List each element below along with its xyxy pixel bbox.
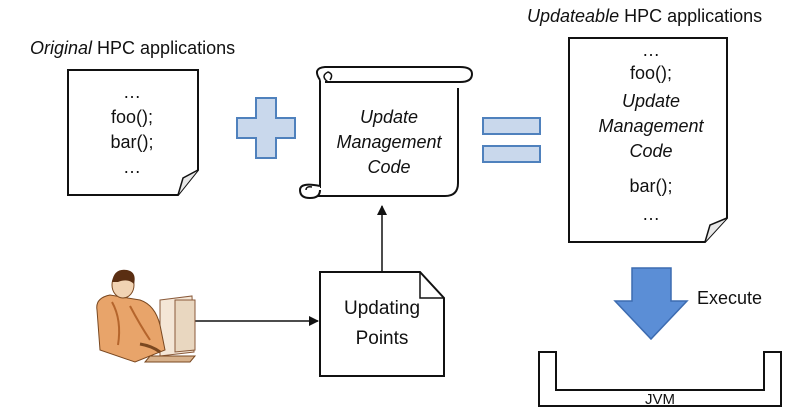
updateable-code-line: … [642, 204, 660, 224]
updateable-inserted-line: Management [598, 116, 704, 136]
update-code-line: Update [360, 107, 418, 127]
original-code-line: … [123, 157, 141, 177]
jvm-label: JVM [645, 391, 675, 408]
updateable-inserted-line: Code [629, 141, 672, 161]
person-at-computer-icon [96, 269, 197, 363]
updateable-heading: Updateable HPC applications [527, 6, 762, 26]
plus-icon [236, 97, 296, 159]
updateable-code-line: bar(); [629, 176, 672, 196]
updateable-inserted-line: Update [622, 91, 680, 111]
updating-points-line: Points [356, 328, 409, 349]
updateable-code-line: foo(); [630, 63, 672, 83]
original-code-document: … foo(); bar(); … [67, 69, 199, 196]
original-code-line: bar(); [110, 132, 153, 152]
update-code-line: Code [367, 157, 410, 177]
original-code-line: foo(); [111, 107, 153, 127]
original-heading: Original HPC applications [30, 38, 235, 58]
update-code-line: Management [336, 132, 442, 152]
original-code-line: … [123, 82, 141, 102]
jvm-container [538, 351, 782, 407]
execute-label: Execute [697, 288, 762, 308]
updateable-code-line: … [642, 40, 660, 60]
equals-icon [482, 117, 541, 163]
updating-points-document: Updating Points [319, 271, 445, 377]
down-arrow-icon [613, 267, 689, 341]
updateable-code-document: … foo(); Update Management Code bar(); … [568, 37, 728, 243]
updating-points-line: Updating [344, 298, 420, 319]
scroll-icon [298, 66, 474, 200]
